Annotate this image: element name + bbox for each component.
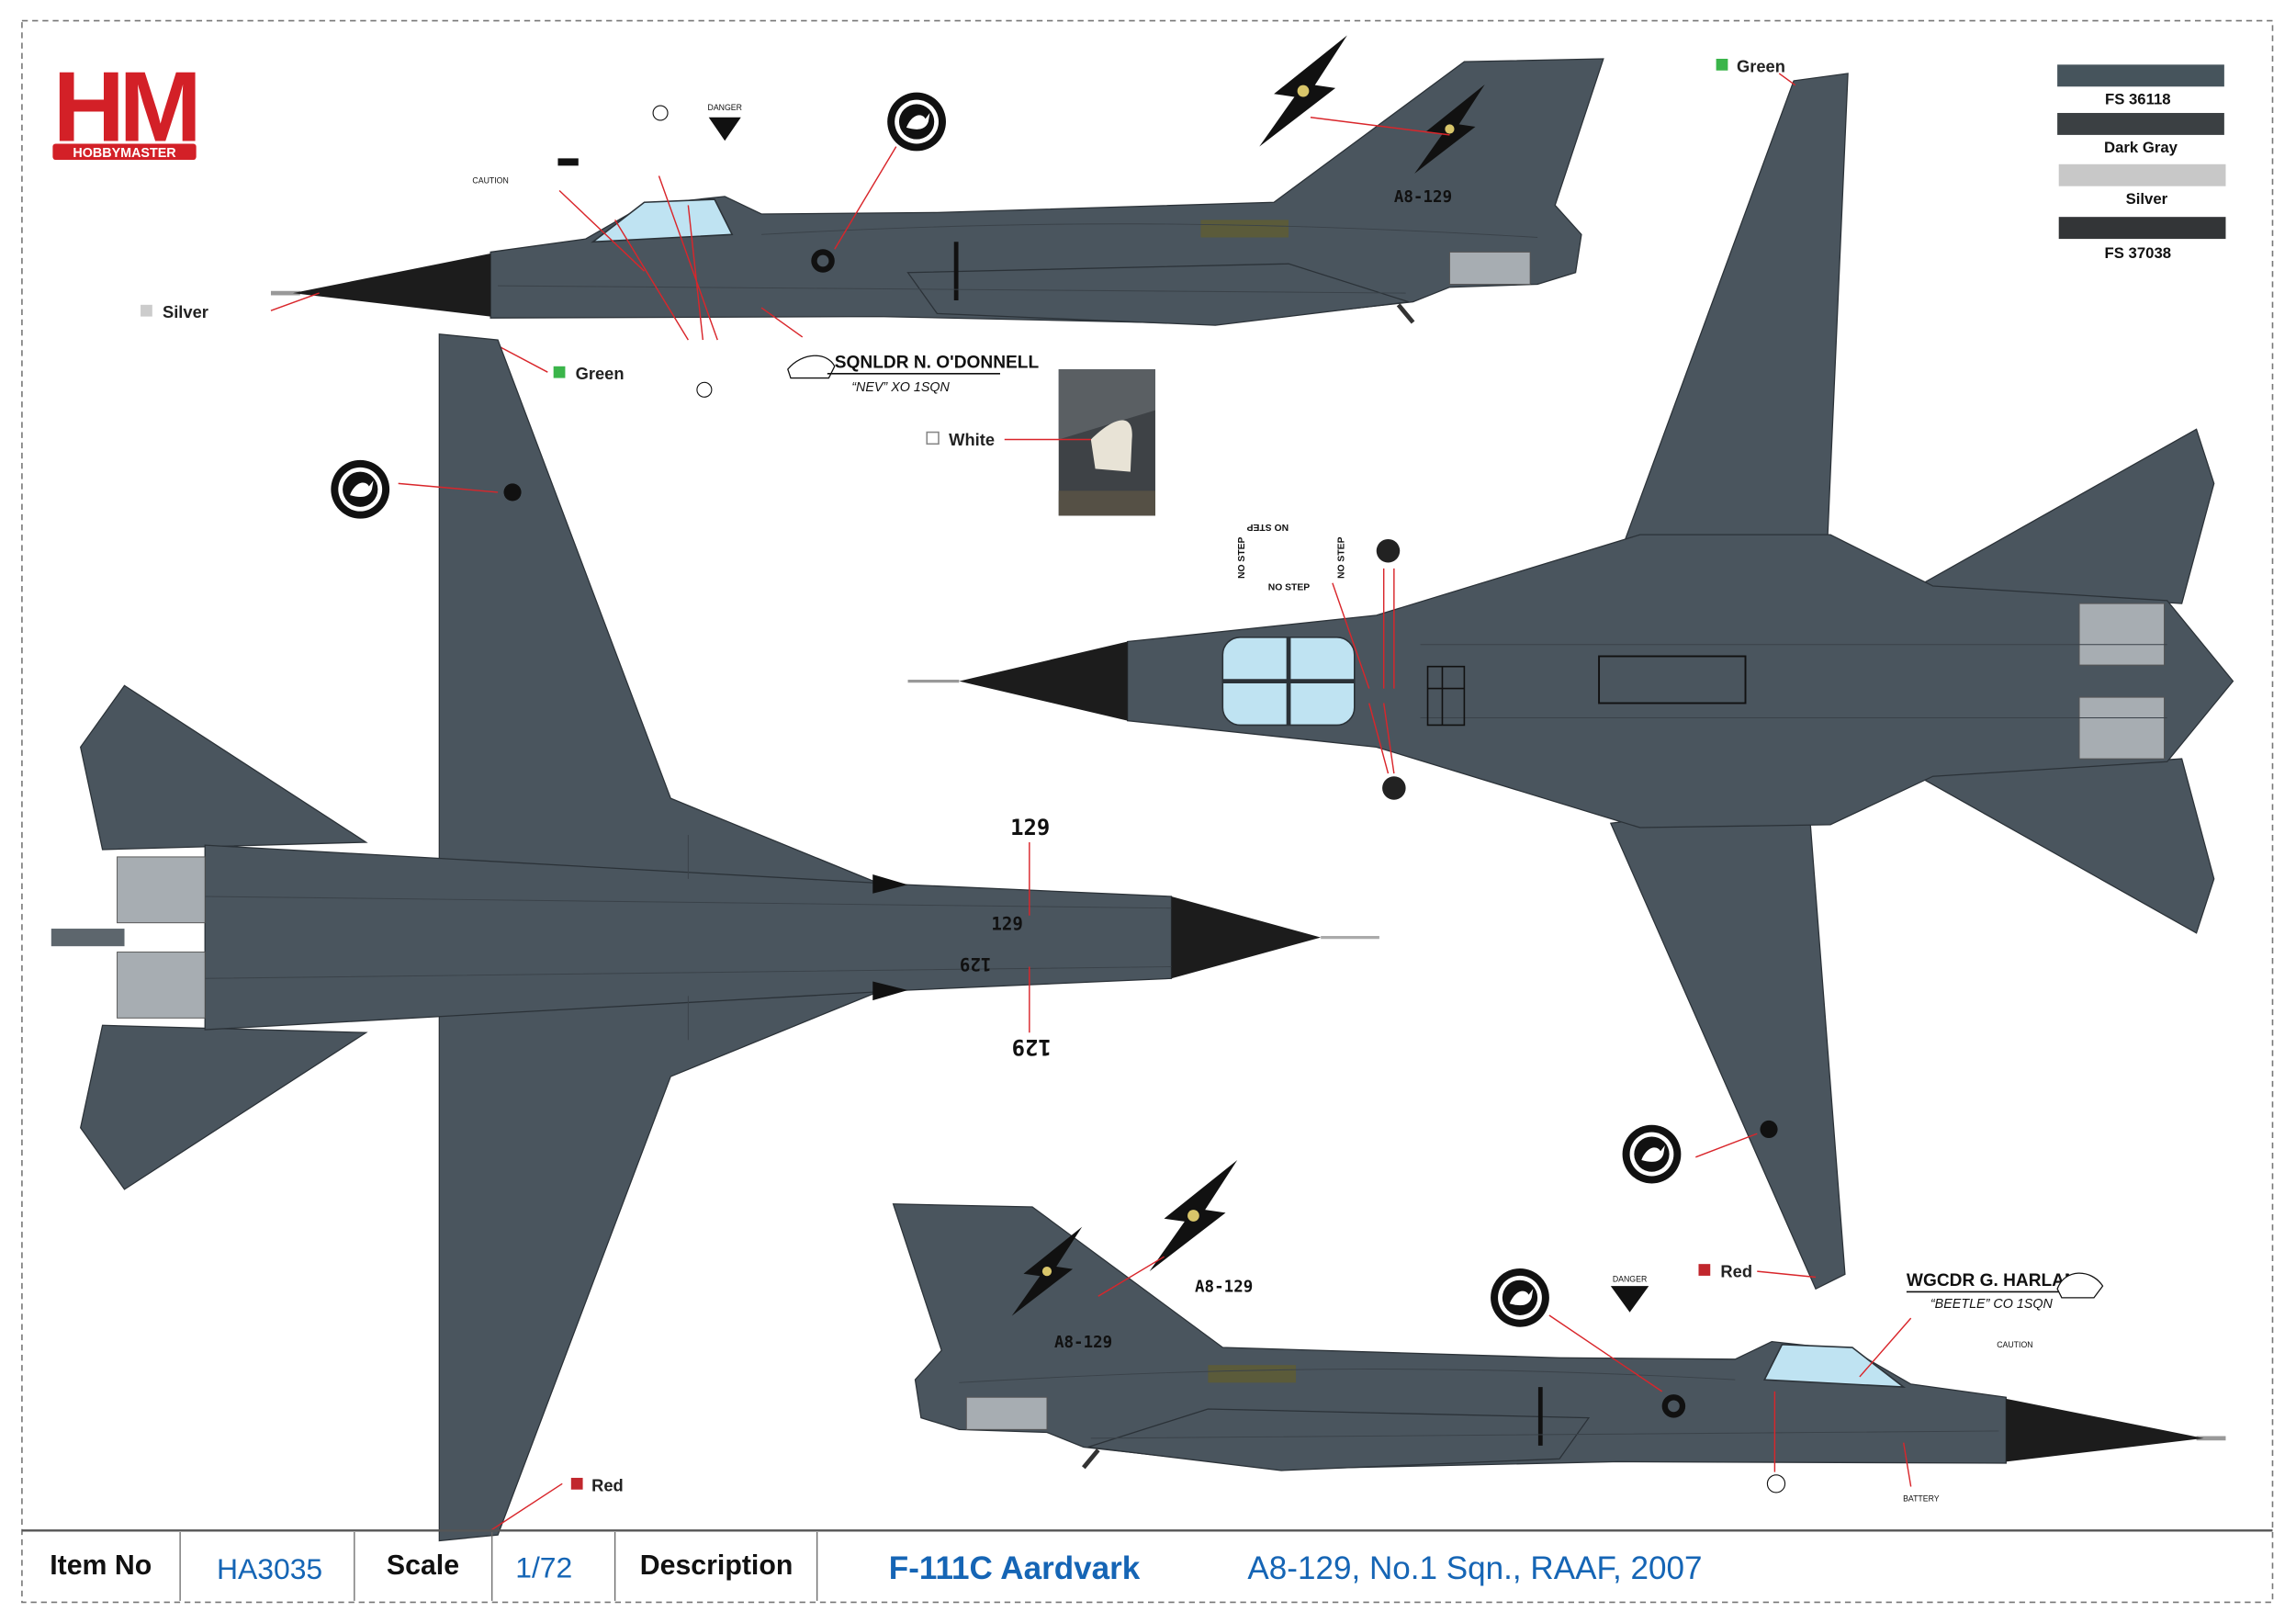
callouts-silver: Silver — [163, 302, 208, 321]
boar-head-icon — [2056, 1272, 2104, 1299]
markings-no-step-2: NO STEP — [1246, 522, 1289, 532]
lightning-bolt-icon — [1259, 35, 1347, 147]
swatch-silver — [2058, 163, 2226, 186]
green-swatch-icon — [553, 366, 566, 378]
kangaroo-roundel-icon — [331, 459, 390, 519]
markings-serial-bottom-callout: A8-129 — [1195, 1278, 1253, 1296]
callouts-red-left: Red — [591, 1475, 624, 1494]
kangaroo-roundel-icon — [1622, 1124, 1682, 1184]
swatch-fs37038 — [2058, 217, 2226, 240]
markings-battery: BATTERY — [1903, 1493, 1940, 1503]
green-swatch-icon — [1716, 58, 1728, 71]
markings-no-step-3: NO STEP — [1268, 583, 1311, 593]
callouts-green-left: Green — [576, 364, 625, 383]
markings-serial-fin-bottom: A8-129 — [1054, 1334, 1112, 1352]
callouts-white: White — [949, 430, 995, 449]
model-name: F-111C Aardvark — [889, 1550, 1141, 1586]
kangaroo-roundel-icon — [1491, 1268, 1549, 1327]
markings-serial-fin-top: A8-129 — [1394, 188, 1452, 207]
stencil-group: DANGER CAUTION — [472, 103, 742, 398]
callouts-red-right: Red — [1720, 1262, 1752, 1281]
red-swatch-icon — [1698, 1264, 1711, 1276]
stencil-disc-icon — [1376, 538, 1401, 563]
pilot-name-harland: WGCDR G. HARLAND “BEETLE” CO 1SQN — [1907, 1271, 2104, 1312]
markings-caution: CAUTION — [472, 176, 508, 186]
brand-logo-letters: HM — [53, 51, 197, 162]
danger-triangle-icon — [1610, 1286, 1649, 1313]
model-details: A8-129, No.1 Sqn., RAAF, 2007 — [1247, 1550, 1702, 1586]
sheet-border — [21, 19, 2274, 1604]
white-swatch-icon — [926, 431, 940, 445]
pilots-1-name: WGCDR G. HARLAND — [1907, 1271, 2090, 1291]
boar-head-icon — [787, 355, 836, 379]
scale-label: Scale — [387, 1550, 459, 1581]
markings-caution: CAUTION — [1997, 1340, 2032, 1349]
pilots-0-name: SQNLDR N. O'DONNELL — [835, 353, 1040, 372]
plan-view-right — [907, 73, 2234, 1291]
scale-value: 1/72 — [515, 1550, 572, 1584]
markings-no-step-4: NO STEP — [1337, 536, 1347, 579]
markings-number-nose-b: 129 — [960, 953, 992, 975]
kangaroo-roundel-icon — [887, 92, 946, 152]
legend-3-label: FS 37038 — [2105, 244, 2172, 262]
legend-2-label: Silver — [2126, 190, 2168, 208]
hobbymaster-logo: HM HOBBYMASTER — [52, 51, 202, 162]
red-swatch-icon — [570, 1477, 583, 1490]
stencil-group: DANGER CAUTION BATTERY — [1610, 1274, 2033, 1503]
markings-no-step-1: NO STEP — [1237, 536, 1247, 579]
danger-triangle-icon — [708, 117, 741, 141]
markings-number-nose-a: 129 — [991, 914, 1023, 935]
swatch-fs36118 — [2057, 64, 2224, 87]
brand-logo-name: HOBBYMASTER — [73, 146, 176, 161]
pilots-1-sub: “BEETLE” CO 1SQN — [1930, 1297, 2054, 1312]
swatch-dark-gray — [2057, 112, 2224, 135]
markings-danger: DANGER — [708, 103, 742, 112]
item-no-label: Item No — [50, 1550, 152, 1581]
side-view-right: A8-129 — [894, 1204, 2226, 1471]
item-no-value: HA3035 — [217, 1552, 322, 1585]
stencil-disc-icon — [1382, 776, 1406, 800]
markings-danger: DANGER — [1613, 1274, 1647, 1283]
pilot-name-odonnell: SQNLDR N. O'DONNELL “NEV” XO 1SQN — [787, 353, 1040, 395]
plan-view-left: 129 129 — [51, 333, 1379, 1542]
legend-0-label: FS 36118 — [2105, 90, 2171, 107]
pilots-0-sub: “NEV” XO 1SQN — [851, 380, 950, 395]
markings-number-bottom: 129 — [1012, 1034, 1052, 1060]
legend-1-label: Dark Gray — [2104, 139, 2178, 156]
detail-photo — [1058, 368, 1155, 516]
lightning-bolt-icon — [1149, 1159, 1238, 1272]
color-legend: FS 36118 Dark Gray Silver FS 37038 — [2057, 64, 2226, 262]
callouts-green-right: Green — [1737, 56, 1785, 75]
footer-info-bar: Item No HA3035 Scale 1/72 Description F-… — [21, 1529, 2273, 1601]
silver-swatch-icon — [141, 304, 152, 317]
description-label: Description — [640, 1550, 793, 1581]
side-view-left: A8-129 — [271, 59, 1604, 325]
markings-number-top: 129 — [1010, 815, 1050, 840]
